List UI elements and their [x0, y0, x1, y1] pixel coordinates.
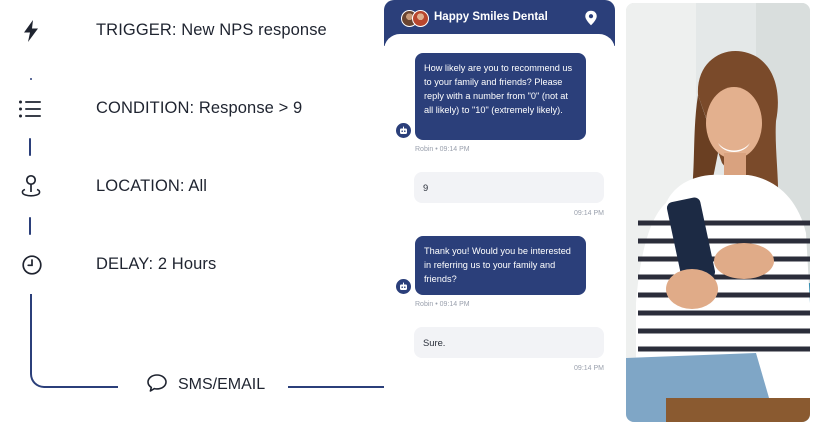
connector-dot: [30, 78, 32, 80]
trigger-label: TRIGGER: New NPS response: [96, 21, 327, 39]
clock-icon: [20, 253, 44, 277]
location-label: LOCATION: All: [96, 177, 208, 195]
condition-label: CONDITION: Response > 9: [96, 99, 303, 117]
bot-message-bubble: How likely are you to recommend us to yo…: [415, 53, 586, 140]
connector-elbow: [30, 294, 118, 388]
message-meta: Robin • 09:14 PM: [415, 146, 470, 153]
channel-label: SMS/EMAIL: [178, 376, 266, 393]
robot-icon: [396, 123, 411, 138]
user-message-bubble: 9: [414, 172, 604, 203]
user-message-bubble: Sure.: [414, 327, 604, 358]
list-icon: [18, 97, 42, 121]
agent-avatars: [401, 10, 431, 27]
location-pin-icon: [19, 174, 43, 198]
chat-bubble-icon: [146, 373, 168, 393]
robot-icon: [396, 279, 411, 294]
map-pin-icon[interactable]: [584, 10, 598, 26]
bot-message-bubble: Thank you! Would you be interested in re…: [415, 236, 586, 295]
chat-title: Happy Smiles Dental: [434, 11, 548, 23]
lightning-icon: [19, 19, 43, 43]
message-meta: Robin • 09:14 PM: [415, 301, 470, 308]
message-meta: 09:14 PM: [574, 365, 604, 372]
message-meta: 09:14 PM: [574, 210, 604, 217]
connector-line: [29, 217, 31, 235]
avatar: [412, 10, 429, 27]
chat-window: Happy Smiles Dental How likely are you t…: [384, 0, 615, 424]
woman-with-phone-photo: [626, 3, 810, 422]
connector-line: [288, 386, 384, 388]
delay-label: DELAY: 2 Hours: [96, 255, 217, 273]
connector-line: [29, 138, 31, 156]
